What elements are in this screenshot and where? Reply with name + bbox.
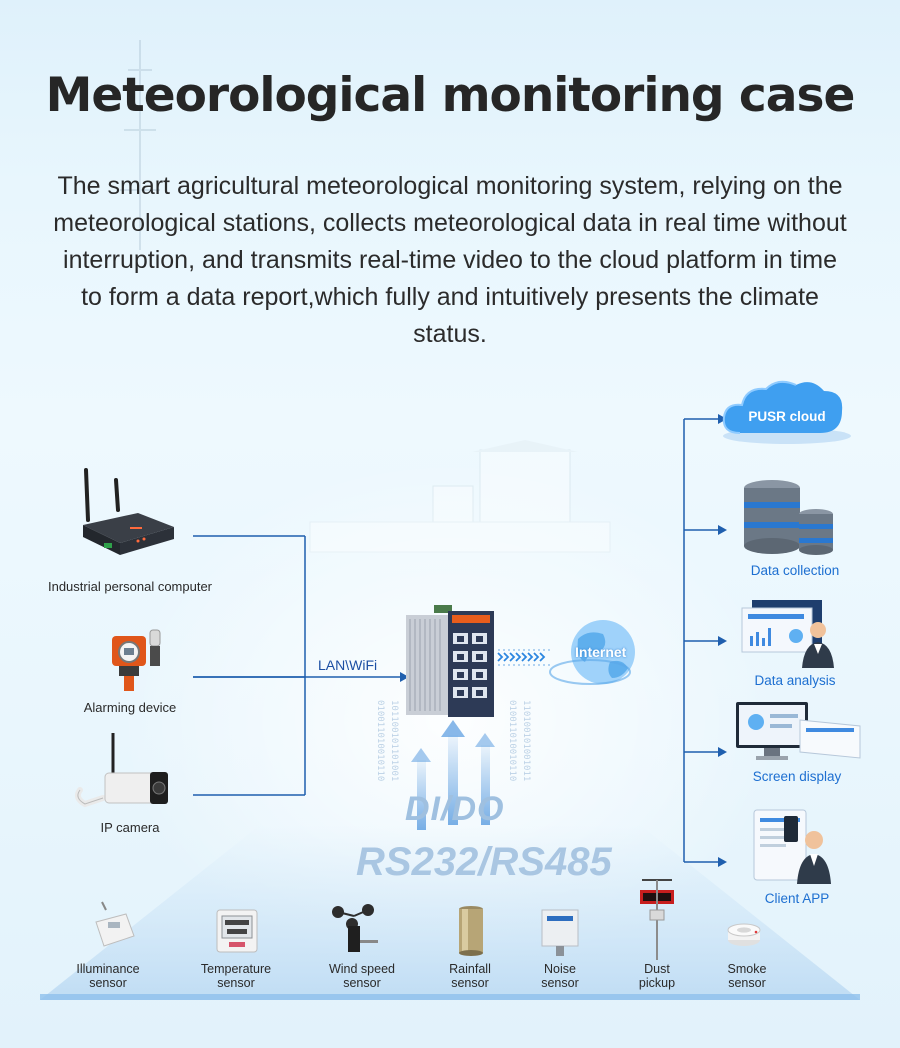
temperature-sensor-icon xyxy=(216,909,258,953)
router-icon xyxy=(83,468,174,555)
mobile-app-icon xyxy=(753,809,831,884)
intro-description: The smart agricultural meteorological mo… xyxy=(53,172,847,348)
device-label-alarming-device: Alarming device xyxy=(83,700,177,715)
gas-detector-icon xyxy=(112,629,161,691)
dust-monitor-icon xyxy=(640,879,674,960)
floor-glow xyxy=(40,825,860,1000)
analysis-dashboard-icon xyxy=(741,600,834,668)
internet-globe-icon xyxy=(549,620,635,685)
internet-label: Internet xyxy=(575,644,627,660)
svg-text:110100101001011: 110100101001011 xyxy=(521,700,531,781)
data-analysis-label: Data analysis xyxy=(754,673,836,688)
device-label-ip-camera: IP camera xyxy=(100,820,160,835)
camera-icon xyxy=(74,733,168,808)
sensor-label-rainfall: Rainfall sensor xyxy=(449,962,491,990)
weather-tower-background xyxy=(120,40,160,250)
rain-gauge-icon xyxy=(459,906,483,956)
page-title: Meteorological monitoring case xyxy=(45,68,856,123)
svg-text:010011010010110: 010011010010110 xyxy=(507,700,517,781)
sensor-label-dust: Dust pickup xyxy=(638,962,676,990)
svg-text:101100101101001: 101100101101001 xyxy=(389,700,399,781)
screen-display-label: Screen display xyxy=(752,769,842,784)
cloud-icon xyxy=(722,380,851,444)
noise-sensor-icon xyxy=(541,909,579,956)
pusr-cloud-label: PUSR cloud xyxy=(748,409,826,424)
rs232-rs485-label: RS232/RS485 xyxy=(356,840,612,884)
sensor-label-temperature: Temperature sensor xyxy=(200,962,272,990)
data-collection-label: Data collection xyxy=(750,563,840,578)
smoke-detector-icon xyxy=(727,923,761,946)
dido-label: DI/DO xyxy=(405,790,505,828)
client-app-label: Client APP xyxy=(764,891,830,906)
sensor-label-smoke: Smoke sensor xyxy=(727,962,767,990)
data-beams xyxy=(411,720,495,830)
monitor-icon xyxy=(736,702,861,760)
sensor-label-noise: Noise sensor xyxy=(541,962,579,990)
anemometer-icon xyxy=(332,904,378,952)
illuminance-sensor-icon xyxy=(95,901,135,947)
sensor-label-wind-speed: Wind speed sensor xyxy=(328,962,395,990)
device-label-industrial-pc: Industrial personal computer xyxy=(47,579,213,594)
lan-wifi-label: LAN\WiFi xyxy=(318,657,378,673)
svg-text:010011010010110: 010011010010110 xyxy=(375,700,385,781)
industrial-switch-icon xyxy=(406,605,494,717)
sensor-label-illuminance: Illuminance sensor xyxy=(76,962,140,990)
database-icon xyxy=(744,480,833,555)
